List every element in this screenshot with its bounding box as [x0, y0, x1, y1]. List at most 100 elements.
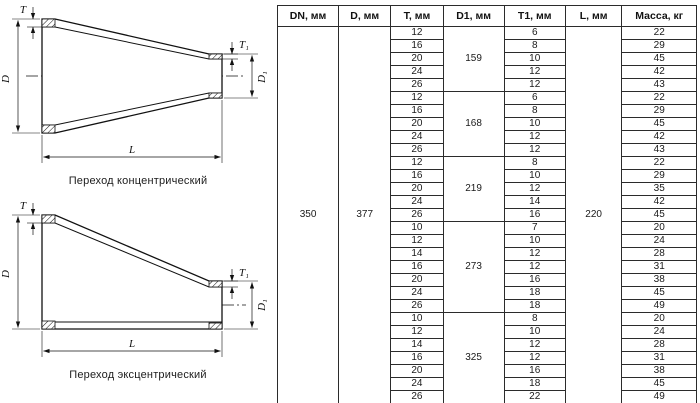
cell-t: 26	[390, 208, 444, 222]
cell-mass: 43	[621, 143, 697, 157]
cell-mass: 29	[621, 169, 697, 183]
label-L: L	[128, 144, 135, 156]
dimension-D1: D₁	[224, 280, 268, 330]
cell-d1: 219	[442, 156, 505, 222]
cell-t: 24	[390, 195, 444, 209]
cell-t1: 12	[503, 130, 566, 144]
cell-mass: 45	[621, 286, 697, 300]
cell-t: 26	[390, 78, 444, 92]
cell-t1: 6	[503, 91, 566, 105]
label-D: D	[2, 75, 12, 84]
cell-t: 20	[390, 273, 444, 287]
dimension-D1: D₁	[224, 53, 268, 99]
cell-t1: 14	[503, 195, 566, 209]
column-header: T1, мм	[503, 5, 566, 27]
cell-t1: 10	[503, 169, 566, 183]
cell-t1: 16	[503, 364, 566, 378]
cell-t: 16	[390, 260, 444, 274]
table-row: 16 10 29	[278, 169, 697, 183]
dimension-L: L	[41, 100, 223, 163]
cell-mass: 24	[621, 234, 697, 248]
cell-mass: 28	[621, 247, 697, 261]
cell-mass: 22	[621, 26, 697, 40]
table-row: 12 10 24	[278, 234, 697, 248]
cell-mass: 42	[621, 130, 697, 144]
dimension-T: T	[20, 200, 42, 235]
cell-mass: 31	[621, 351, 697, 365]
cell-t: 26	[390, 390, 444, 403]
cell-mass: 45	[621, 377, 697, 391]
dimension-D: D	[0, 18, 40, 134]
cell-mass: 38	[621, 364, 697, 378]
cell-t1: 10	[503, 117, 566, 131]
column-header: Масса, кг	[621, 5, 697, 27]
cell-mass: 43	[621, 78, 697, 92]
cell-t: 16	[390, 39, 444, 53]
cell-t1: 8	[503, 104, 566, 118]
cell-t: 12	[390, 91, 444, 105]
cell-t1: 12	[503, 78, 566, 92]
cell-mass: 42	[621, 65, 697, 79]
cell-t1: 18	[503, 299, 566, 313]
cell-t1: 8	[503, 312, 566, 326]
reducer-outline	[41, 214, 223, 330]
cell-t: 16	[390, 104, 444, 118]
cell-d1: 273	[442, 221, 505, 313]
cell-t1: 12	[503, 143, 566, 157]
cell-d1: 168	[442, 91, 505, 157]
cell-mass: 29	[621, 104, 697, 118]
cell-t1: 10	[503, 234, 566, 248]
table-row: 26 12 43	[278, 78, 697, 92]
weld-bevel-hatch	[208, 280, 223, 288]
cell-t: 24	[390, 377, 444, 391]
cell-t1: 6	[503, 26, 566, 40]
column-header: T, мм	[390, 5, 444, 27]
column-header: L, мм	[564, 5, 623, 27]
cell-mass: 28	[621, 338, 697, 352]
eccentric-reducer-drawing: T D T₁	[0, 200, 268, 357]
weld-bevel-hatch	[41, 214, 56, 224]
cell-mass: 49	[621, 299, 697, 313]
label-D1: D₁	[256, 71, 268, 84]
weld-bevel-hatch	[208, 322, 223, 330]
cell-t: 16	[390, 169, 444, 183]
weld-bevel-hatch	[41, 124, 56, 134]
cell-t1: 12	[503, 65, 566, 79]
column-header: DN, мм	[276, 5, 340, 27]
cell-t: 26	[390, 299, 444, 313]
cell-mass: 29	[621, 39, 697, 53]
label-T1: T₁	[239, 267, 249, 279]
cell-mass: 45	[621, 208, 697, 222]
cell-mass: 22	[621, 91, 697, 105]
cell-l: 220	[564, 26, 623, 403]
cell-t: 20	[390, 52, 444, 66]
cell-mass: 38	[621, 273, 697, 287]
cell-mass: 20	[621, 312, 697, 326]
cell-t1: 10	[503, 52, 566, 66]
cell-t: 12	[390, 234, 444, 248]
cell-t: 12	[390, 26, 444, 40]
column-header: D, мм	[338, 5, 392, 27]
label-T1: T₁	[239, 39, 249, 51]
cell-t: 12	[390, 325, 444, 339]
eccentric-caption: Переход эксцентрический	[69, 369, 207, 381]
cell-mass: 35	[621, 182, 697, 196]
cell-t1: 10	[503, 325, 566, 339]
dimension-T1: T₁	[222, 267, 249, 299]
reducer-outline	[41, 18, 223, 134]
